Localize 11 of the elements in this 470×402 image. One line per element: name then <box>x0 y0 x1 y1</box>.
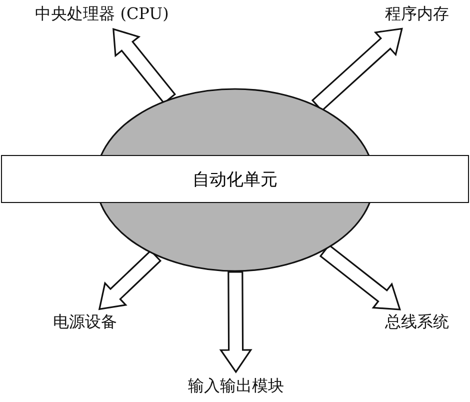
block-arrow <box>219 271 252 374</box>
component-label: 中央处理器 (CPU) <box>4 4 200 26</box>
block-arrow <box>98 250 162 310</box>
block-arrow <box>112 28 176 104</box>
component-label: 输入输出模块 <box>176 376 296 398</box>
block-arrow <box>311 28 403 112</box>
component-label: 总线系统 <box>372 312 462 334</box>
component-label: 程序内存 <box>372 4 462 26</box>
unit-band: 自动化单元 <box>1 155 469 203</box>
component-label: 电源设备 <box>40 312 130 334</box>
block-arrow <box>319 244 402 310</box>
